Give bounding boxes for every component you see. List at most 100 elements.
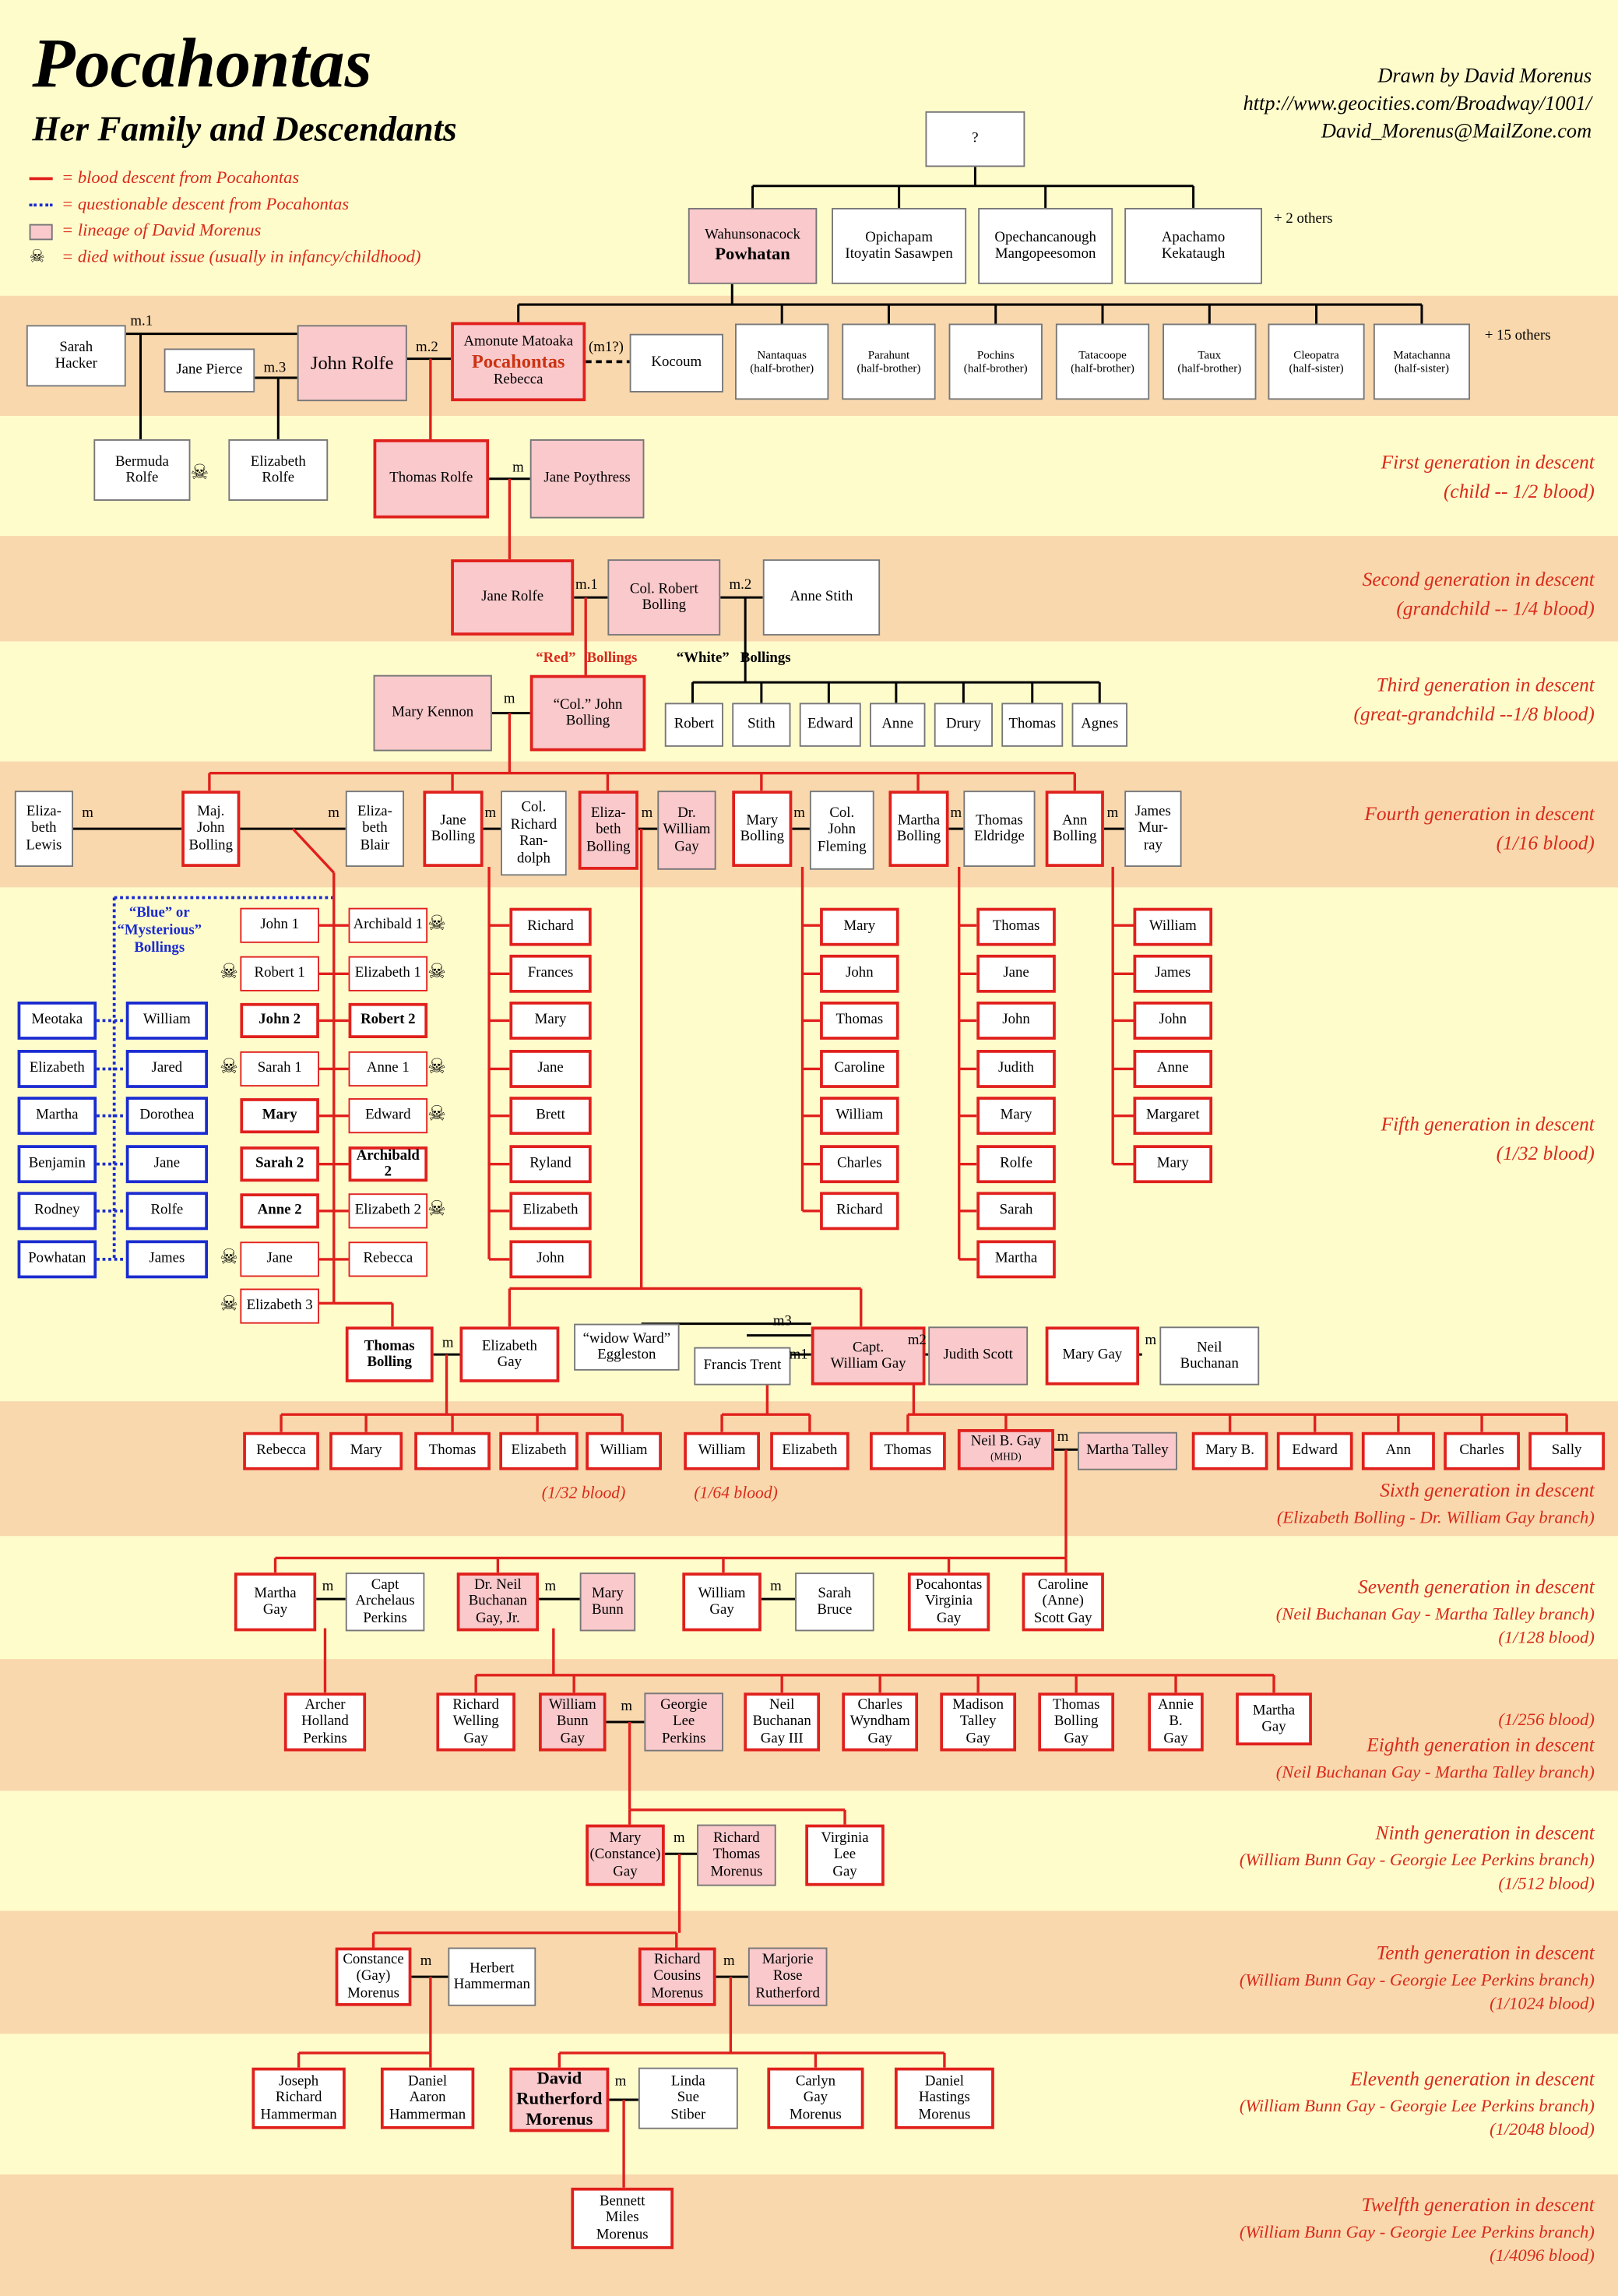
generation-label-9: Ninth generation in descent(William Bunn… bbox=[1239, 1821, 1595, 1894]
person-elizabeth-bolling: Eliza- beth Bolling bbox=[578, 791, 638, 870]
person-parahunt: Parahunt (half-brother) bbox=[842, 323, 936, 400]
person-brett-r: Brett bbox=[509, 1097, 592, 1136]
person-mary-gay: Mary Gay bbox=[1045, 1326, 1140, 1386]
person-william-6b: William bbox=[684, 1431, 760, 1470]
generation-label-1: First generation in descent(child -- 1/2… bbox=[1381, 451, 1595, 503]
person-virginia-lee-gay: Virginia Lee Gay bbox=[805, 1824, 885, 1886]
person-elizabeth-lewis: Eliza- beth Lewis bbox=[14, 791, 74, 868]
person-william-f: William bbox=[820, 1097, 899, 1136]
person-madison-talley-gay: Madison Talley Gay bbox=[940, 1692, 1017, 1752]
band-gen12 bbox=[0, 2174, 1618, 2296]
person-widow-ward: “widow Ward” Eggleston bbox=[574, 1323, 680, 1371]
person-mary-r: Mary bbox=[509, 1001, 592, 1040]
person-drury: Drury bbox=[934, 703, 993, 747]
label-m: m bbox=[641, 805, 653, 822]
page-title: Pocahontas bbox=[32, 24, 372, 103]
label-m: m bbox=[82, 805, 93, 822]
person-john-rolfe: John Rolfe bbox=[297, 325, 407, 402]
generation-label-7: Seventh generation in descent(Neil Bucha… bbox=[1275, 1575, 1595, 1648]
label-m: m bbox=[420, 1953, 432, 1970]
person-john-r: John bbox=[509, 1240, 592, 1279]
person-thomas-6: Thomas bbox=[414, 1431, 491, 1470]
credit-author: Drawn by David Morenus bbox=[1377, 65, 1592, 88]
person-martha-gay-8: Martha Gay bbox=[1236, 1692, 1312, 1746]
label-m: m bbox=[441, 1335, 454, 1352]
person-bermuda-rolfe: Bermuda Rolfe bbox=[93, 439, 191, 501]
person-richard-r: Richard bbox=[509, 907, 592, 946]
label-m: m bbox=[1106, 805, 1119, 822]
person-mary-kennon: Mary Kennon bbox=[373, 674, 492, 752]
person-robert-2: Robert 2 bbox=[348, 1002, 428, 1038]
person-john-m: John bbox=[1133, 1001, 1213, 1040]
person-elizabeth-blue: Elizabeth bbox=[17, 1050, 97, 1088]
generation-label-3: Third generation in descent(great-grandc… bbox=[1353, 673, 1595, 726]
person-sarah-1: Sarah 1 bbox=[240, 1051, 319, 1087]
person-william-m: William bbox=[1133, 907, 1213, 946]
generation-label-2: Second generation in descent(grandchild … bbox=[1362, 568, 1595, 620]
person-jane-rolfe: Jane Rolfe bbox=[451, 559, 575, 636]
label-blood-64: (1/64 blood) bbox=[694, 1484, 778, 1502]
person-constance-gay-morenus: Constance (Gay) Morenus bbox=[335, 1947, 412, 2006]
person-bennett-miles-morenus: Bennett Miles Morenus bbox=[571, 2187, 674, 2249]
person-rodney: Rodney bbox=[17, 1192, 97, 1231]
person-james-m: James bbox=[1133, 954, 1213, 993]
skull-icon: ☠ bbox=[220, 1057, 238, 1079]
person-elizabeth-gay: Elizabeth Gay bbox=[459, 1326, 560, 1382]
label-m: m bbox=[322, 1578, 334, 1595]
credit-url[interactable]: http://www.geocities.com/Broadway/1001/ bbox=[1243, 93, 1592, 116]
label-plus15: + 15 others bbox=[1484, 328, 1551, 344]
label-m: m bbox=[723, 1953, 735, 1970]
label-m1: m.1 bbox=[130, 313, 153, 330]
label-m2: m.2 bbox=[416, 340, 438, 356]
person-carlyn-gay-morenus: Carlyn Gay Morenus bbox=[767, 2067, 864, 2129]
person-charles-f: Charles bbox=[820, 1145, 899, 1184]
skull-icon: ☠ bbox=[190, 463, 209, 485]
person-edward-6: Edward bbox=[1276, 1431, 1353, 1470]
person-herbert-hammerman: Herbert Hammerman bbox=[448, 1947, 536, 2006]
credit-email[interactable]: David_Morenus@MailZone.com bbox=[1321, 121, 1592, 143]
person-frances-r: Frances bbox=[509, 954, 592, 993]
person-agnes: Agnes bbox=[1071, 703, 1127, 747]
person-david-rutherford-morenus: David Rutherford Morenus bbox=[509, 2067, 610, 2132]
person-john-f: John bbox=[820, 954, 899, 993]
person-richard-welling-gay: Richard Welling Gay bbox=[436, 1692, 515, 1752]
person-jane-e: Jane bbox=[976, 954, 1056, 993]
person-pocahontas-virginia-gay: Pocahontas Virginia Gay bbox=[907, 1572, 990, 1632]
generation-label-10: Tenth generation in descent(William Bunn… bbox=[1239, 1942, 1595, 2014]
label-m3: m3 bbox=[772, 1313, 792, 1330]
person-john-2: John 2 bbox=[240, 1002, 319, 1038]
label-m: m bbox=[950, 805, 962, 822]
skull-icon: ☠ bbox=[29, 245, 45, 267]
generation-label-12: Twelfth generation in descent(William Bu… bbox=[1239, 2193, 1595, 2266]
skull-icon: ☠ bbox=[220, 1247, 238, 1270]
person-sarah-2: Sarah 2 bbox=[240, 1146, 319, 1182]
person-anne-1: Anne 1 bbox=[348, 1051, 428, 1087]
person-nantaquas: Nantaquas (half-brother) bbox=[735, 323, 829, 400]
person-meotaka: Meotaka bbox=[17, 1001, 97, 1040]
person-ryland-r: Ryland bbox=[509, 1145, 592, 1184]
person-col-robert-bolling: Col. Robert Bolling bbox=[607, 559, 721, 636]
person-john-1: John 1 bbox=[240, 907, 319, 943]
person-col-richard-randolph: Col. Richard Ran- dolph bbox=[501, 791, 567, 876]
person-martha-blue: Martha bbox=[17, 1097, 97, 1136]
label-m: m bbox=[328, 805, 339, 822]
label-m: m bbox=[512, 460, 524, 477]
person-sally-6: Sally bbox=[1528, 1431, 1606, 1470]
person-caroline-f: Caroline bbox=[820, 1050, 899, 1088]
person-william-blue: William bbox=[125, 1001, 209, 1040]
person-dorothea: Dorothea bbox=[125, 1097, 209, 1136]
person-jane-pierce: Jane Pierce bbox=[164, 348, 255, 393]
label-plus2: + 2 others bbox=[1274, 210, 1333, 227]
person-dr-william-gay: Dr. William Gay bbox=[657, 791, 716, 870]
person-robert-1: Robert 1 bbox=[240, 956, 319, 991]
legend: = blood descent from Pocahontas = questi… bbox=[29, 164, 421, 269]
person-georgie-lee-perkins: Georgie Lee Perkins bbox=[644, 1692, 723, 1752]
person-opechancanough: Opechancanough Mangopeesomon bbox=[978, 207, 1113, 284]
person-mary-f: Mary bbox=[820, 907, 899, 946]
person-powhatan-blue: Powhatan bbox=[17, 1240, 97, 1279]
person-archibald-1: Archibald 1 bbox=[348, 907, 428, 943]
person-apachamo: Apachamo Kekataugh bbox=[1124, 207, 1262, 284]
